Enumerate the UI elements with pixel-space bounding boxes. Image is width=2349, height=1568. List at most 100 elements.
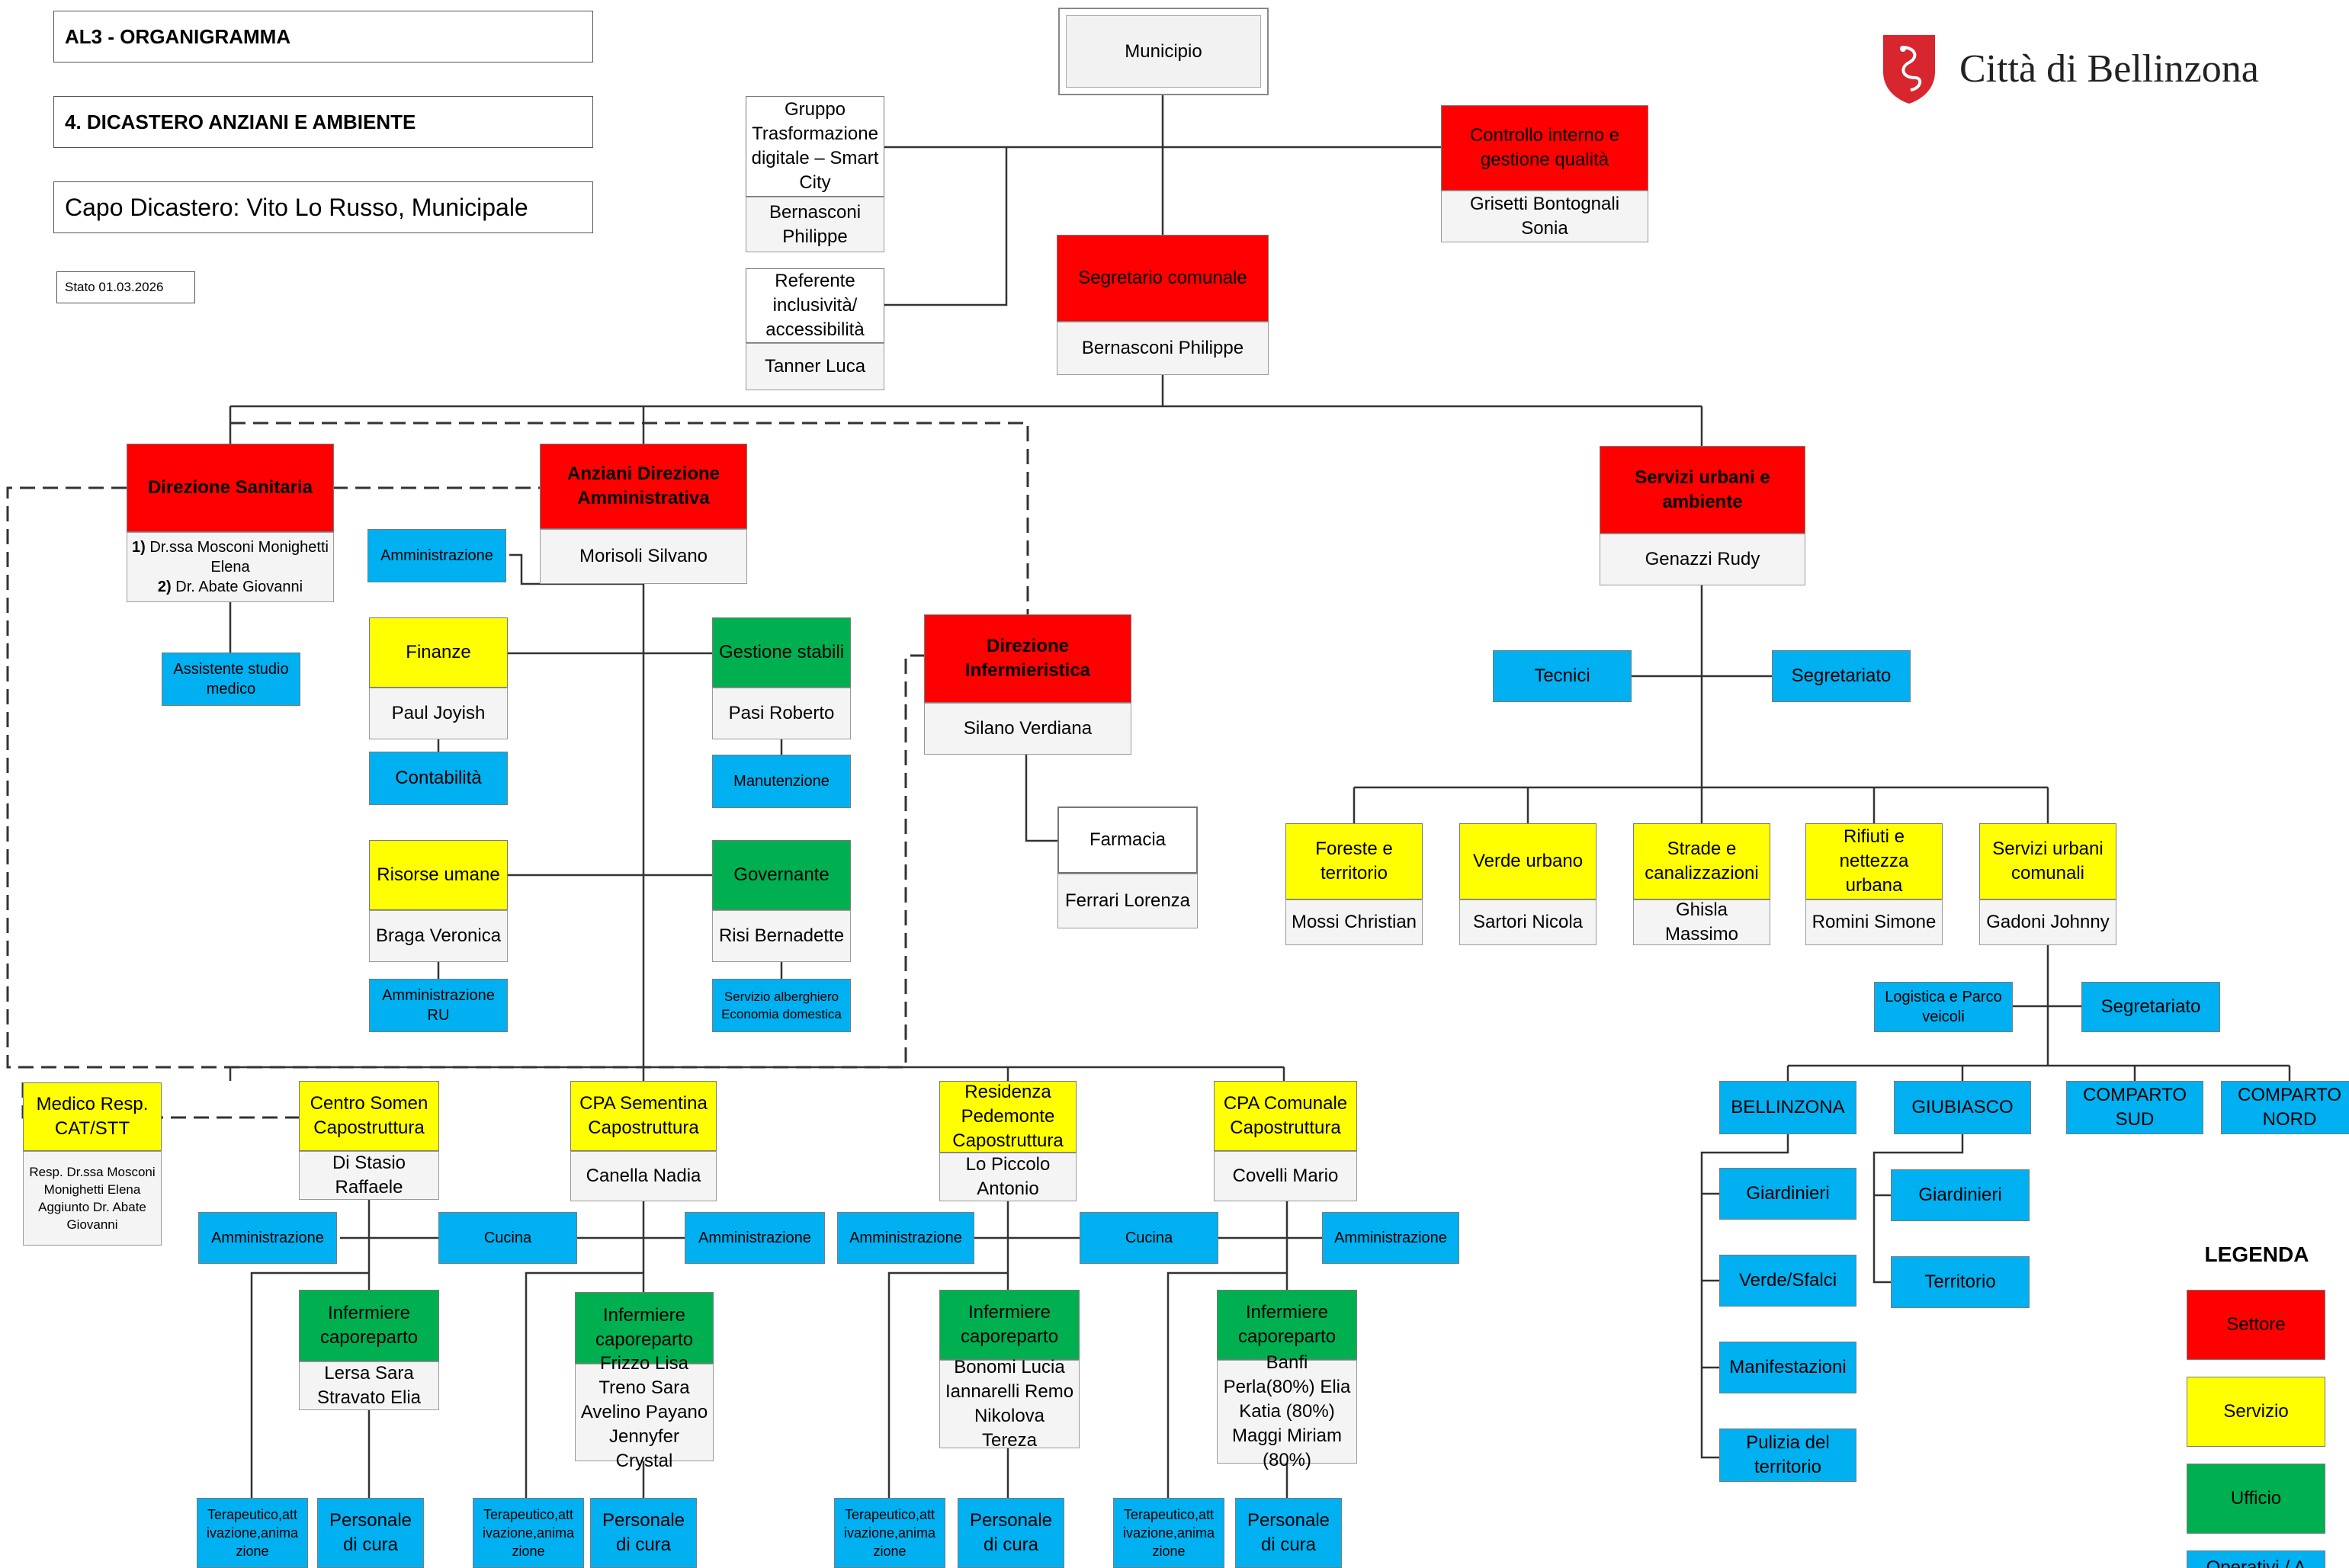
foreste-person: Mossi Christian	[1285, 899, 1423, 945]
direzione-sanitaria-persons: 1) Dr.ssa Mosconi Monighetti Elena 2) Dr…	[127, 532, 334, 602]
cucina-somen-node: Cucina	[438, 1212, 577, 1264]
municipio-label: Municipio	[1066, 15, 1261, 88]
giubiasco-node: GIUBIASCO	[1894, 1081, 2031, 1134]
cpa-sementina-node: CPA Sementina Capostruttura	[570, 1081, 717, 1151]
personale-comunale-node: Personale di cura	[1235, 1498, 1342, 1568]
num-1: 1)	[132, 539, 146, 556]
city-crest-icon	[1883, 35, 1935, 104]
gestione-stabili-person: Pasi Roberto	[712, 688, 851, 739]
legend-settore: Settore	[2187, 1290, 2325, 1360]
gruppo-node: Gruppo Trasformazione digitale – Smart C…	[746, 96, 884, 197]
referente-person: Tanner Luca	[746, 343, 884, 390]
infermiere-comunale-node: Infermiere caporeparto	[1217, 1290, 1357, 1360]
farmacia-node: Farmacia	[1057, 806, 1198, 874]
segretario-person: Bernasconi Philippe	[1057, 322, 1269, 375]
segretariato-node: Segretariato	[1772, 650, 1911, 702]
giardinieri-node: Giardinieri	[1719, 1168, 1856, 1220]
dicastero-title: 4. DICASTERO ANZIANI E AMBIENTE	[53, 96, 593, 148]
risorse-umane-person: Braga Veronica	[369, 910, 508, 962]
cpa-sementina-person: Canella Nadia	[570, 1151, 717, 1201]
dir-san-person-1: Dr.ssa Mosconi Monighetti Elena	[149, 539, 329, 576]
risorse-umane-node: Risorse umane	[369, 840, 508, 910]
segretariato-comunali-node: Segretariato	[2081, 982, 2220, 1032]
personale-sementina-node: Personale di cura	[590, 1498, 697, 1568]
infermiere-somen-persons: Lersa Sara Stravato Elia	[299, 1361, 439, 1410]
verde-urbano-node: Verde urbano	[1459, 823, 1596, 899]
manutenzione-node: Manutenzione	[712, 755, 851, 808]
manifestazioni-node: Manifestazioni	[1719, 1342, 1856, 1393]
doc-title: AL3 - ORGANIGRAMMA	[53, 11, 593, 63]
comparto-sud-node: COMPARTO SUD	[2066, 1081, 2203, 1134]
residenza-pedemonte-person: Lo Piccolo Antonio	[939, 1153, 1077, 1201]
finanze-node: Finanze	[369, 617, 508, 688]
infermiere-sementina-node: Infermiere caporeparto	[575, 1292, 714, 1364]
infermiere-somen-node: Infermiere caporeparto	[299, 1290, 439, 1361]
centro-somen-person: Di Stasio Raffaele	[299, 1151, 439, 1200]
territorio-node: Territorio	[1891, 1256, 2030, 1308]
servizio-alberghiero-node: Servizio alberghiero Economia domestica	[712, 979, 851, 1032]
infermiere-sementina-persons: Frizzo Lisa Treno Sara Avelino Payano Je…	[575, 1353, 714, 1471]
capo-dicastero: Capo Dicastero: Vito Lo Russo, Municipal…	[53, 181, 593, 233]
strade-person: Ghisla Massimo	[1633, 899, 1770, 945]
servizi-urbani-node: Servizi urbani e ambiente	[1600, 446, 1805, 534]
legend-ufficio: Ufficio	[2187, 1464, 2325, 1534]
gruppo-person: Bernasconi Philippe	[746, 197, 884, 252]
governante-person: Risi Bernadette	[712, 910, 851, 962]
bellinzona-node: BELLINZONA	[1719, 1081, 1856, 1134]
infermiere-pedemonte-persons: Bonomi Lucia Iannarelli Remo Nikolova Te…	[939, 1357, 1080, 1451]
cucina-pedemonte-node: Cucina	[1080, 1212, 1218, 1264]
amministrazione-node: Amministrazione	[367, 529, 506, 582]
rifiuti-person: Romini Simone	[1805, 899, 1943, 945]
stato-date: Stato 01.03.2026	[56, 271, 195, 303]
terapeutico-comunale-node: Terapeutico,att ivazione,anima zione	[1113, 1498, 1224, 1568]
amministrazione-somen-node: Amministrazione	[198, 1212, 337, 1264]
direzione-sanitaria-node: Direzione Sanitaria	[127, 444, 334, 532]
direzione-infermieristica-node: Direzione Infermieristica	[924, 614, 1131, 703]
amministrazione-comunale-node: Amministrazione	[1322, 1212, 1459, 1264]
controllo-person: Grisetti Bontognali Sonia	[1441, 191, 1648, 242]
terapeutico-pedemonte-node: Terapeutico,att ivazione,anima zione	[834, 1498, 945, 1568]
contabilita-node: Contabilità	[369, 752, 508, 805]
segretario-node: Segretario comunale	[1057, 235, 1269, 322]
finanze-person: Paul Joyish	[369, 688, 508, 739]
controllo-node: Controllo interno e gestione qualità	[1441, 105, 1648, 191]
legend-title: LEGENDA	[2204, 1243, 2309, 1266]
tecnici-node: Tecnici	[1493, 650, 1632, 702]
servizi-comunali-person: Gadoni Johnny	[1979, 899, 2116, 945]
personale-pedemonte-node: Personale di cura	[958, 1498, 1064, 1568]
rifiuti-node: Rifiuti e nettezza urbana	[1805, 823, 1943, 899]
anziani-person: Morisoli Silvano	[540, 529, 747, 584]
centro-somen-node: Centro Somen Capostruttura	[299, 1081, 439, 1151]
medico-node: Medico Resp. CAT/STT	[23, 1082, 162, 1151]
gestione-stabili-node: Gestione stabili	[712, 617, 851, 688]
infermiere-pedemonte-node: Infermiere caporeparto	[939, 1290, 1080, 1360]
amministrazione-sementina-node: Amministrazione	[685, 1212, 825, 1264]
verde-urbano-person: Sartori Nicola	[1459, 899, 1596, 945]
farmacia-person: Ferrari Lorenza	[1057, 874, 1198, 928]
giardinieri-giubiasco-node: Giardinieri	[1891, 1169, 2030, 1221]
residenza-pedemonte-node: Residenza Pedemonte Capostruttura	[939, 1081, 1077, 1153]
servizi-comunali-node: Servizi urbani comunali	[1979, 823, 2116, 899]
dir-san-person-2: Dr. Abate Giovanni	[175, 579, 303, 595]
amministrazione-pedemonte-node: Amministrazione	[837, 1212, 974, 1264]
pulizia-node: Pulizia del territorio	[1719, 1429, 1856, 1482]
cpa-comunale-person: Covelli Mario	[1214, 1151, 1357, 1201]
direzione-infermieristica-person: Silano Verdiana	[924, 703, 1131, 755]
infermiere-comunale-persons: Banfi Perla(80%) Elia Katia (80%) Maggi …	[1217, 1352, 1357, 1470]
verde-sfalci-node: Verde/Sfalci	[1719, 1255, 1856, 1307]
medico-persons: Resp. Dr.ssa Mosconi Monighetti Elena Ag…	[23, 1151, 162, 1246]
logo-text: Città di Bellinzona	[1959, 46, 2259, 91]
comparto-nord-node: COMPARTO NORD	[2221, 1081, 2349, 1134]
servizi-urbani-person: Genazzi Rudy	[1600, 534, 1805, 585]
amministrazione-ru-node: Amministrazione RU	[369, 979, 508, 1032]
terapeutico-sementina-node: Terapeutico,att ivazione,anima zione	[473, 1498, 584, 1568]
legend-operativo: Operativi / A	[2187, 1550, 2325, 1568]
personale-somen-node: Personale di cura	[317, 1498, 424, 1568]
strade-node: Strade e canalizzazioni	[1633, 823, 1770, 899]
referente-node: Referente inclusività/ accessibilità	[746, 268, 884, 343]
foreste-node: Foreste e territorio	[1285, 823, 1423, 899]
municipio-node: Municipio	[1058, 8, 1269, 95]
